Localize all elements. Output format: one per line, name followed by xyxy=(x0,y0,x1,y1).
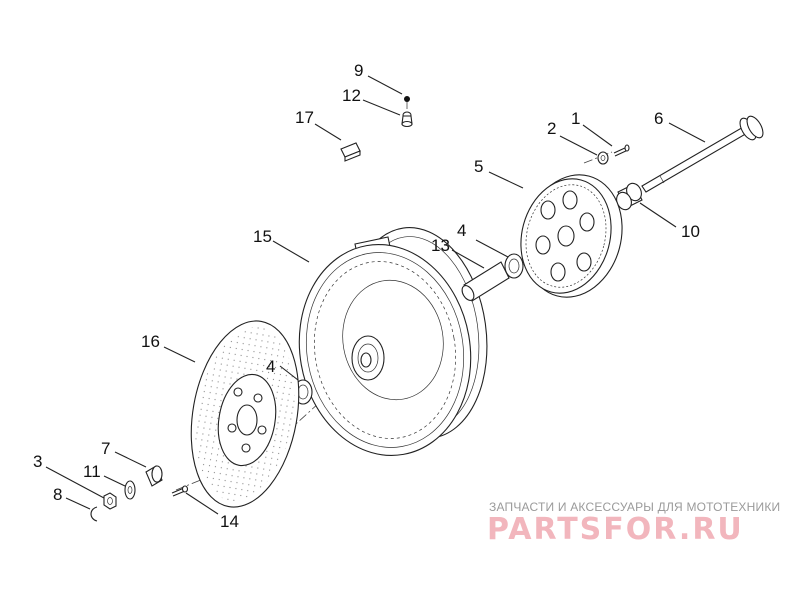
callout-4-outer: 4 xyxy=(266,357,275,376)
part-14-bolt xyxy=(171,485,189,497)
watermark-logo: PARTSFOR.RU xyxy=(487,512,744,547)
part-2-washer xyxy=(597,151,609,165)
part-4-bearing-inner xyxy=(504,253,524,279)
callout-9: 9 xyxy=(354,61,363,80)
part-7-spacer xyxy=(145,465,163,487)
callout-12: 12 xyxy=(342,86,361,105)
callout-15: 15 xyxy=(253,227,272,246)
callout-labels: 1 2 3 4 4 5 6 7 8 9 10 11 12 13 14 15 16… xyxy=(33,61,700,531)
callout-16: 16 xyxy=(141,332,160,351)
part-11-washer xyxy=(124,480,136,500)
callout-10: 10 xyxy=(681,222,700,241)
callout-5: 5 xyxy=(474,157,483,176)
callout-7: 7 xyxy=(101,439,110,458)
part-12-valve xyxy=(401,111,413,128)
callout-11: 11 xyxy=(83,462,101,481)
part-10-spacer xyxy=(616,182,643,211)
part-6-axle xyxy=(641,115,764,193)
part-1-bolt xyxy=(613,144,630,157)
part-16-brake-disc xyxy=(190,320,300,508)
callout-1: 1 xyxy=(571,109,580,128)
part-15-wheel xyxy=(298,227,488,456)
callout-2: 2 xyxy=(547,119,556,138)
callout-14: 14 xyxy=(220,512,239,531)
callout-4-inner: 4 xyxy=(457,221,466,240)
part-8-clip xyxy=(90,506,98,522)
watermark-caption: ЗАПЧАСТИ И АКСЕССУАРЫ ДЛЯ МОТОТЕХНИКИ xyxy=(489,500,781,514)
callout-13: 13 xyxy=(431,236,450,255)
callout-3: 3 xyxy=(33,452,42,471)
callout-6: 6 xyxy=(654,109,663,128)
part-5-sprocket xyxy=(520,174,623,298)
part-9-cap xyxy=(404,96,410,102)
part-3-nut xyxy=(103,492,117,510)
callout-17: 17 xyxy=(295,108,314,127)
part-17-block xyxy=(340,142,361,162)
part-13-sleeve xyxy=(461,261,510,302)
callout-8: 8 xyxy=(53,485,62,504)
leader-lines xyxy=(45,75,706,515)
